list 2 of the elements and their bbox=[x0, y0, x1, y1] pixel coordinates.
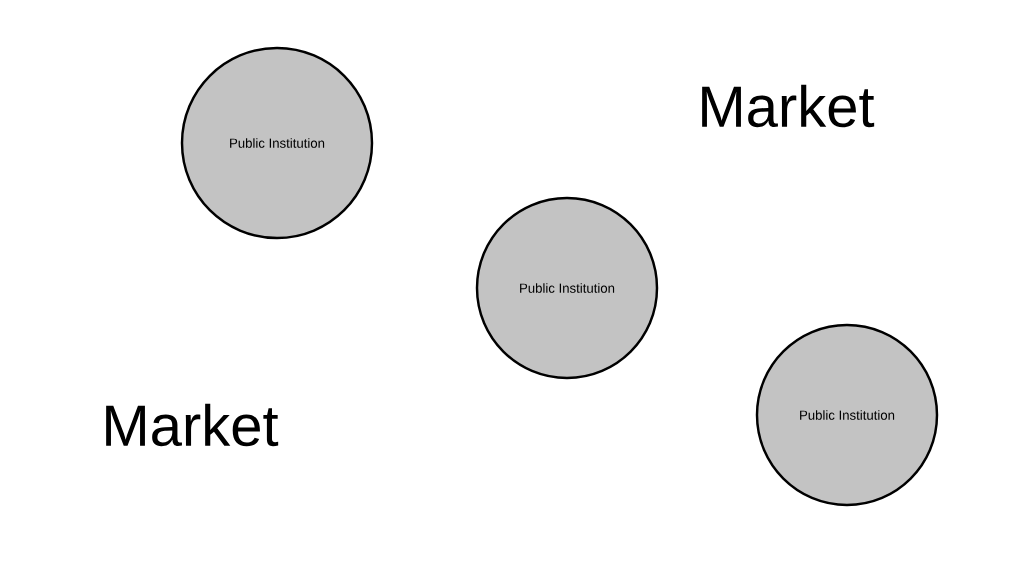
region-label: Market bbox=[106, 403, 279, 447]
region-label: Market bbox=[702, 84, 875, 128]
